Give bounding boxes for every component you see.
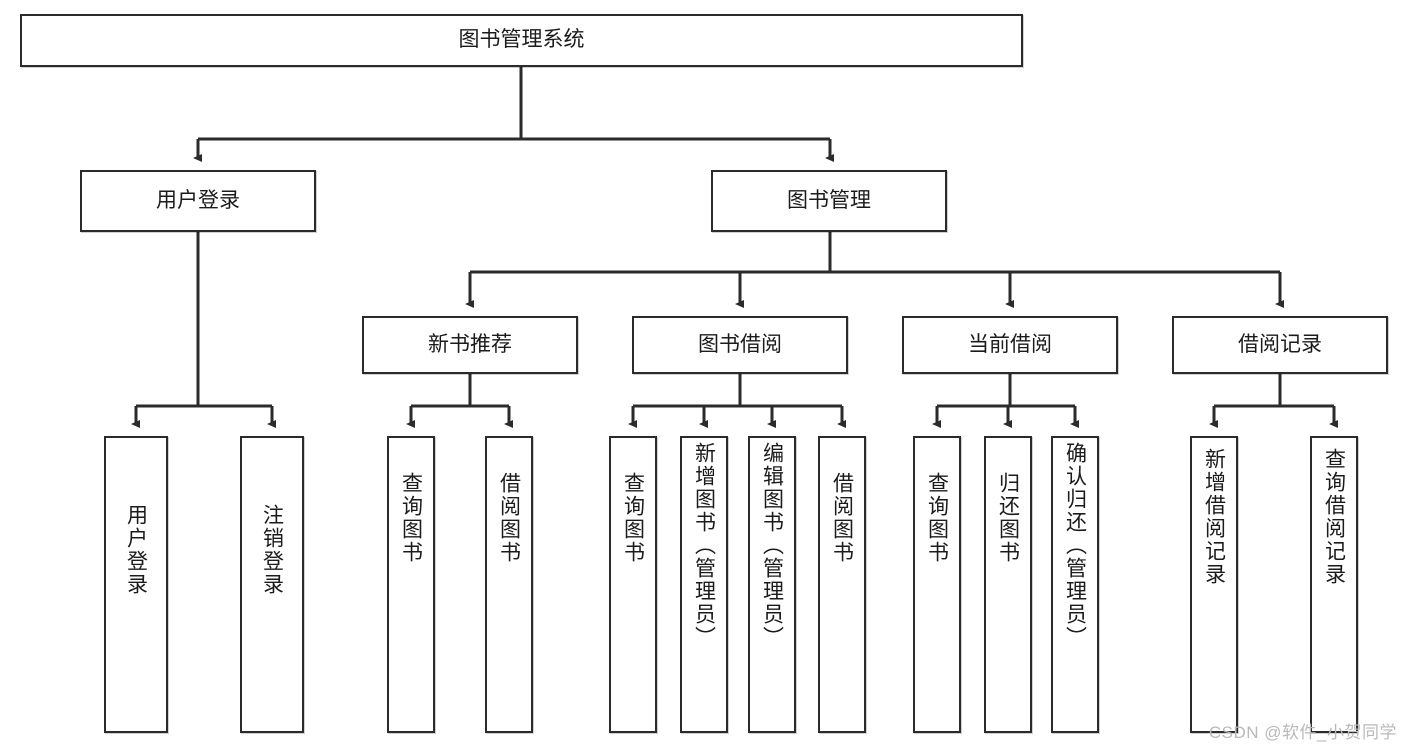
leaf-borrow-book-recommend[interactable]: 借阅图书 (485, 436, 533, 733)
node-borrow-records-label: 借阅记录 (1238, 332, 1322, 356)
node-borrow-records[interactable]: 借阅记录 (1172, 316, 1388, 374)
leaf-query-book-borrow[interactable]: 查询图书 (609, 436, 657, 733)
node-current-borrow[interactable]: 当前借阅 (902, 316, 1118, 374)
leaf-query-book-current-label: 查询图书 (925, 472, 949, 564)
node-new-book-recommend-label: 新书推荐 (428, 332, 512, 356)
leaf-return-book-label: 归还图书 (996, 472, 1020, 564)
node-root-label: 图书管理系统 (458, 28, 585, 52)
leaf-logout-label: 注销登录 (260, 504, 284, 596)
node-root[interactable]: 图书管理系统 (20, 14, 1023, 67)
leaf-borrow-book[interactable]: 借阅图书 (818, 436, 866, 733)
leaf-edit-book-admin[interactable]: 编辑图书（管理员） (748, 436, 796, 733)
node-new-book-recommend[interactable]: 新书推荐 (362, 316, 578, 374)
leaf-query-borrow-record-label: 查询借阅记录 (1322, 448, 1346, 586)
node-book-management-label: 图书管理 (787, 188, 871, 212)
leaf-logout[interactable]: 注销登录 (240, 436, 304, 733)
node-current-borrow-label: 当前借阅 (968, 332, 1052, 356)
leaf-edit-book-admin-label: 编辑图书（管理员） (760, 442, 784, 649)
leaf-user-login-label: 用户登录 (124, 504, 148, 596)
leaf-user-login[interactable]: 用户登录 (104, 436, 168, 733)
leaf-confirm-return-admin[interactable]: 确认归还（管理员） (1051, 436, 1099, 733)
leaf-borrow-book-recommend-label: 借阅图书 (497, 472, 521, 564)
leaf-query-borrow-record[interactable]: 查询借阅记录 (1310, 436, 1358, 733)
node-book-borrow-label: 图书借阅 (698, 332, 782, 356)
node-user-login-label: 用户登录 (156, 188, 240, 212)
leaf-query-book-recommend-label: 查询图书 (399, 472, 423, 564)
leaf-borrow-book-label: 借阅图书 (830, 472, 854, 564)
leaf-add-book-admin-label: 新增图书（管理员） (692, 442, 716, 649)
leaf-add-book-admin[interactable]: 新增图书（管理员） (680, 436, 728, 733)
node-user-login[interactable]: 用户登录 (80, 170, 316, 232)
node-book-borrow[interactable]: 图书借阅 (632, 316, 848, 374)
watermark: CSDN @软件_小贺同学 (1208, 723, 1397, 742)
node-book-management[interactable]: 图书管理 (711, 170, 947, 232)
leaf-confirm-return-admin-label: 确认归还（管理员） (1063, 442, 1087, 649)
leaf-return-book[interactable]: 归还图书 (984, 436, 1032, 733)
leaf-query-book-current[interactable]: 查询图书 (913, 436, 961, 733)
leaf-add-borrow-record-label: 新增借阅记录 (1202, 448, 1226, 586)
leaf-add-borrow-record[interactable]: 新增借阅记录 (1190, 436, 1238, 733)
leaf-query-book-recommend[interactable]: 查询图书 (387, 436, 435, 733)
leaf-query-book-borrow-label: 查询图书 (621, 472, 645, 564)
